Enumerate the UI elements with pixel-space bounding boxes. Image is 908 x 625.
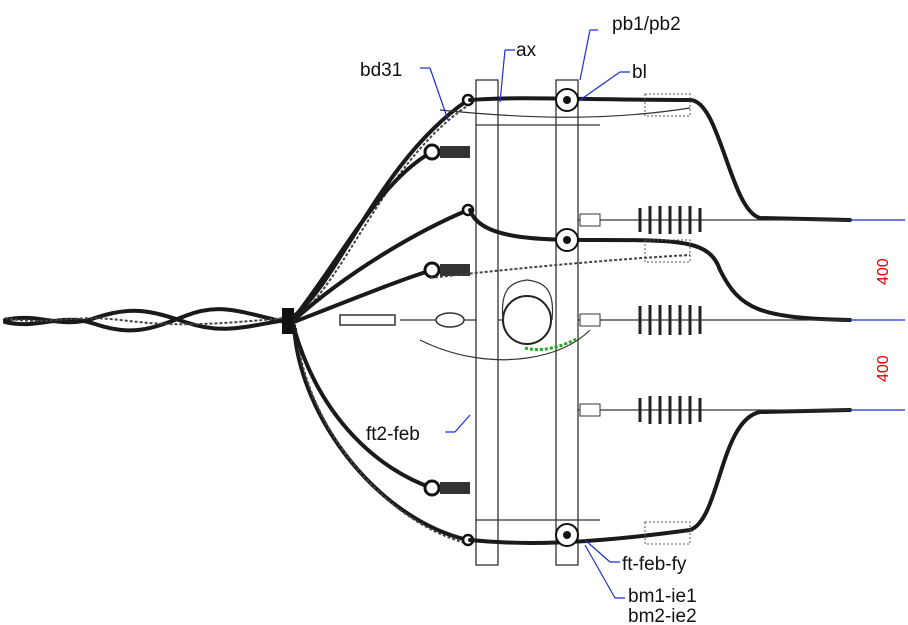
label-ft2-feb: ft2-feb <box>366 424 420 445</box>
grip-blocks <box>644 93 691 545</box>
label-pb1-pb2: pb1/pb2 <box>612 14 681 35</box>
leader-lines <box>420 29 905 599</box>
crossarm-left <box>475 79 499 566</box>
label-ft-feb-fy: ft-feb-fy <box>622 554 687 575</box>
label-bm1-ie1: bm1-ie1 <box>628 586 697 607</box>
label-bm2-ie2: bm2-ie2 <box>628 606 697 625</box>
label-bl: bl <box>632 62 647 83</box>
insulator-strings <box>578 206 850 424</box>
dimension-upper: 400 <box>875 258 892 285</box>
cable-clamp <box>282 308 294 334</box>
insulator-string-top <box>578 206 850 234</box>
fanout-cables <box>292 98 471 545</box>
ground-wire <box>524 336 579 352</box>
pulley-blocks <box>555 88 579 547</box>
dimension-lower: 400 <box>875 355 892 382</box>
left-shackles <box>339 93 475 547</box>
insulator-string-bottom <box>578 396 850 424</box>
crossarm-right <box>555 79 579 566</box>
label-bd31: bd31 <box>360 60 402 81</box>
label-ax: ax <box>516 40 537 61</box>
incoming-cable-bundle <box>3 307 294 334</box>
insulator-string-middle <box>578 305 850 335</box>
pole <box>419 279 591 361</box>
